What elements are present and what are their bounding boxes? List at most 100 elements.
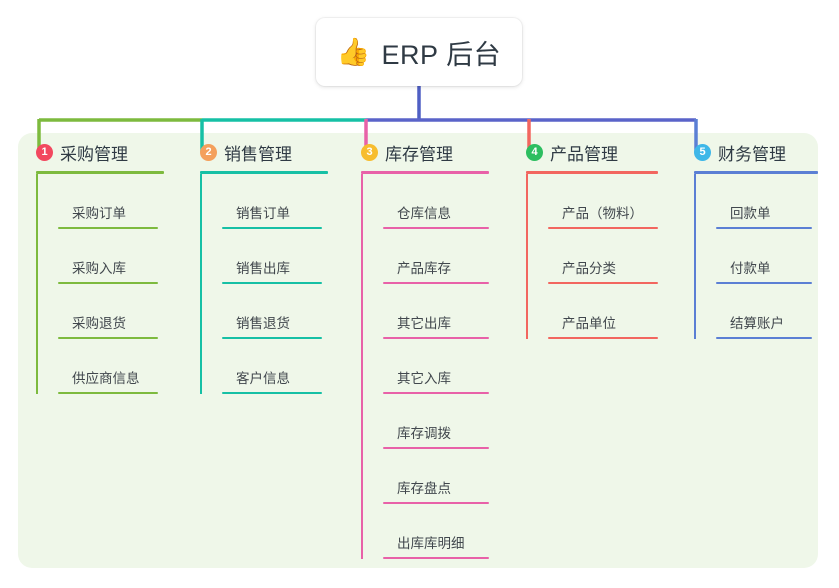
branch-leaf-list: 回款单付款单结算账户 (694, 174, 818, 339)
leaf-underline (383, 447, 489, 449)
leaf-label: 产品库存 (397, 261, 451, 276)
leaf-label: 销售订单 (236, 206, 290, 221)
branch-spine (361, 174, 363, 559)
leaf-label: 客户信息 (236, 371, 290, 386)
branch-leaf-list: 采购订单采购入库采购退货供应商信息 (36, 174, 164, 394)
branch-columns: 1 采购管理采购订单采购入库采购退货供应商信息 2 销售管理销售订单销售出库销售退货客… (18, 133, 818, 568)
branch-title: 库存管理 (385, 144, 453, 164)
branch-underline (694, 171, 818, 174)
branch-leaf-list: 产品（物料） 产品分类产品单位 (526, 174, 658, 339)
leaf-node[interactable]: 销售订单 (222, 174, 328, 229)
leaf-underline (383, 227, 489, 229)
leaf-node[interactable]: 采购入库 (58, 229, 164, 284)
leaf-node[interactable]: 库存盘点 (383, 449, 489, 504)
leaf-underline (716, 227, 812, 229)
branch-spine (526, 174, 528, 339)
leaf-node[interactable]: 客户信息 (222, 339, 328, 394)
branch-number-badge: 1 (36, 143, 53, 161)
leaf-node[interactable]: 结算账户 (716, 284, 818, 339)
leaf-node[interactable]: 销售出库 (222, 229, 328, 284)
branch-header[interactable]: 1 采购管理 (18, 133, 164, 171)
branch-underline (526, 171, 658, 174)
leaf-label: 库存调拨 (397, 426, 451, 441)
leaf-node[interactable]: 采购退货 (58, 284, 164, 339)
leaf-node[interactable]: 产品（物料） (548, 174, 658, 229)
leaf-underline (548, 282, 658, 284)
branch-column: 4 产品管理产品（物料） 产品分类产品单位 (508, 133, 658, 339)
branch-number-badge: 5 (694, 143, 711, 161)
branch-number-badge: 2 (200, 143, 217, 161)
branch-title: 财务管理 (718, 144, 786, 164)
branch-spine (694, 174, 696, 339)
leaf-node[interactable]: 其它出库 (383, 284, 489, 339)
leaf-node[interactable]: 供应商信息 (58, 339, 164, 394)
leaf-label: 销售退货 (236, 316, 290, 331)
leaf-label: 出库库明细 (397, 536, 465, 551)
leaf-underline (58, 392, 158, 394)
branch-header[interactable]: 4 产品管理 (508, 133, 658, 171)
branch-underline (200, 171, 328, 174)
leaf-node[interactable]: 仓库信息 (383, 174, 489, 229)
leaf-node[interactable]: 出库库明细 (383, 504, 489, 559)
leaf-underline (58, 282, 158, 284)
branch-leaf-list: 仓库信息产品库存其它出库其它入库库存调拨库存盘点出库库明细 (361, 174, 489, 559)
leaf-underline (383, 337, 489, 339)
root-node[interactable]: 👍 ERP 后台 (316, 18, 522, 86)
leaf-underline (222, 282, 322, 284)
leaf-underline (548, 227, 658, 229)
leaf-underline (222, 337, 322, 339)
leaf-label: 供应商信息 (72, 371, 140, 386)
thumbs-up-icon: 👍 (336, 36, 371, 67)
leaf-node[interactable]: 产品单位 (548, 284, 658, 339)
leaf-label: 其它入库 (397, 371, 451, 386)
branch-header[interactable]: 2 销售管理 (182, 133, 328, 171)
leaf-node[interactable]: 其它入库 (383, 339, 489, 394)
branch-title: 采购管理 (60, 144, 128, 164)
leaf-underline (58, 337, 158, 339)
leaf-label: 仓库信息 (397, 206, 451, 221)
leaf-node[interactable]: 销售退货 (222, 284, 328, 339)
leaf-label: 产品分类 (562, 261, 616, 276)
leaf-node[interactable]: 付款单 (716, 229, 818, 284)
leaf-underline (222, 227, 322, 229)
leaf-node[interactable]: 产品库存 (383, 229, 489, 284)
branch-title: 销售管理 (224, 144, 292, 164)
branch-number-badge: 4 (526, 143, 543, 161)
leaf-underline (383, 502, 489, 504)
branch-panel-background (18, 133, 818, 568)
leaf-underline (548, 337, 658, 339)
leaf-label: 采购订单 (72, 206, 126, 221)
leaf-label: 库存盘点 (397, 481, 451, 496)
leaf-node[interactable]: 库存调拨 (383, 394, 489, 449)
leaf-underline (383, 282, 489, 284)
leaf-label: 采购退货 (72, 316, 126, 331)
leaf-underline (716, 282, 812, 284)
leaf-node[interactable]: 采购订单 (58, 174, 164, 229)
branch-leaf-list: 销售订单销售出库销售退货客户信息 (200, 174, 328, 394)
leaf-underline (383, 557, 489, 559)
leaf-label: 产品（物料） (562, 206, 643, 221)
branch-spine (200, 174, 202, 394)
branch-number-badge: 3 (361, 143, 378, 161)
leaf-underline (222, 392, 322, 394)
leaf-underline (716, 337, 812, 339)
leaf-node[interactable]: 回款单 (716, 174, 818, 229)
branch-column: 2 销售管理销售订单销售出库销售退货客户信息 (182, 133, 328, 394)
leaf-label: 付款单 (730, 261, 771, 276)
branch-header[interactable]: 3 库存管理 (343, 133, 489, 171)
leaf-label: 采购入库 (72, 261, 126, 276)
leaf-node[interactable]: 产品分类 (548, 229, 658, 284)
leaf-label: 销售出库 (236, 261, 290, 276)
branch-title: 产品管理 (550, 144, 618, 164)
leaf-label: 结算账户 (730, 316, 784, 331)
branch-underline (36, 171, 164, 174)
leaf-underline (383, 392, 489, 394)
branch-underline (361, 171, 489, 174)
leaf-label: 产品单位 (562, 316, 616, 331)
branch-header[interactable]: 5 财务管理 (676, 133, 818, 171)
branch-column: 3 库存管理仓库信息产品库存其它出库其它入库库存调拨库存盘点出库库明细 (343, 133, 489, 559)
leaf-label: 其它出库 (397, 316, 451, 331)
branch-column: 1 采购管理采购订单采购入库采购退货供应商信息 (18, 133, 164, 394)
leaf-label: 回款单 (730, 206, 771, 221)
root-node-title: ERP 后台 (381, 39, 502, 70)
